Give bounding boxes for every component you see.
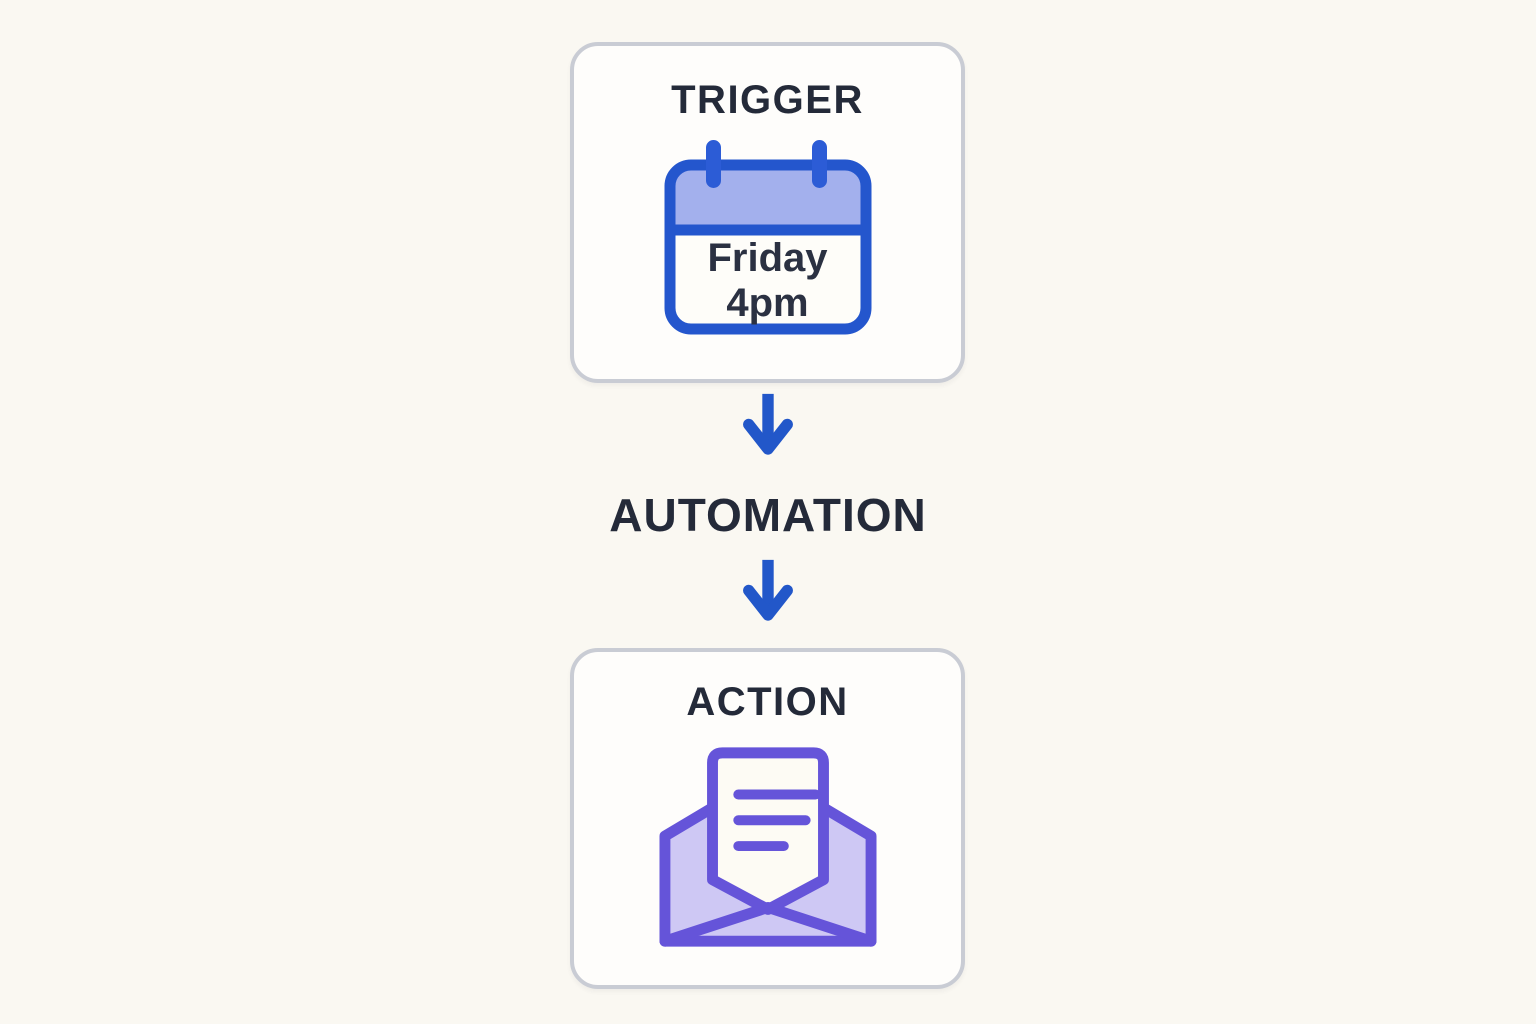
email-icon [649,739,887,957]
schedule-time: 4pm [726,281,809,325]
trigger-title: TRIGGER [671,78,864,122]
action-title: ACTION [686,680,849,724]
arrow-down-icon [743,393,793,455]
calendar-icon-graphic [664,140,871,335]
email-icon-graphic [658,747,877,947]
calendar-icon: Friday 4pm [660,137,876,337]
schedule-day: Friday [707,236,828,281]
calendar-schedule-text: Friday 4pm [660,235,876,327]
arrow-down-icon [743,559,793,621]
automation-label: AUTOMATION [609,489,927,541]
action-card: ACTION [570,648,965,989]
trigger-card: TRIGGER Friday 4pm [570,42,965,383]
